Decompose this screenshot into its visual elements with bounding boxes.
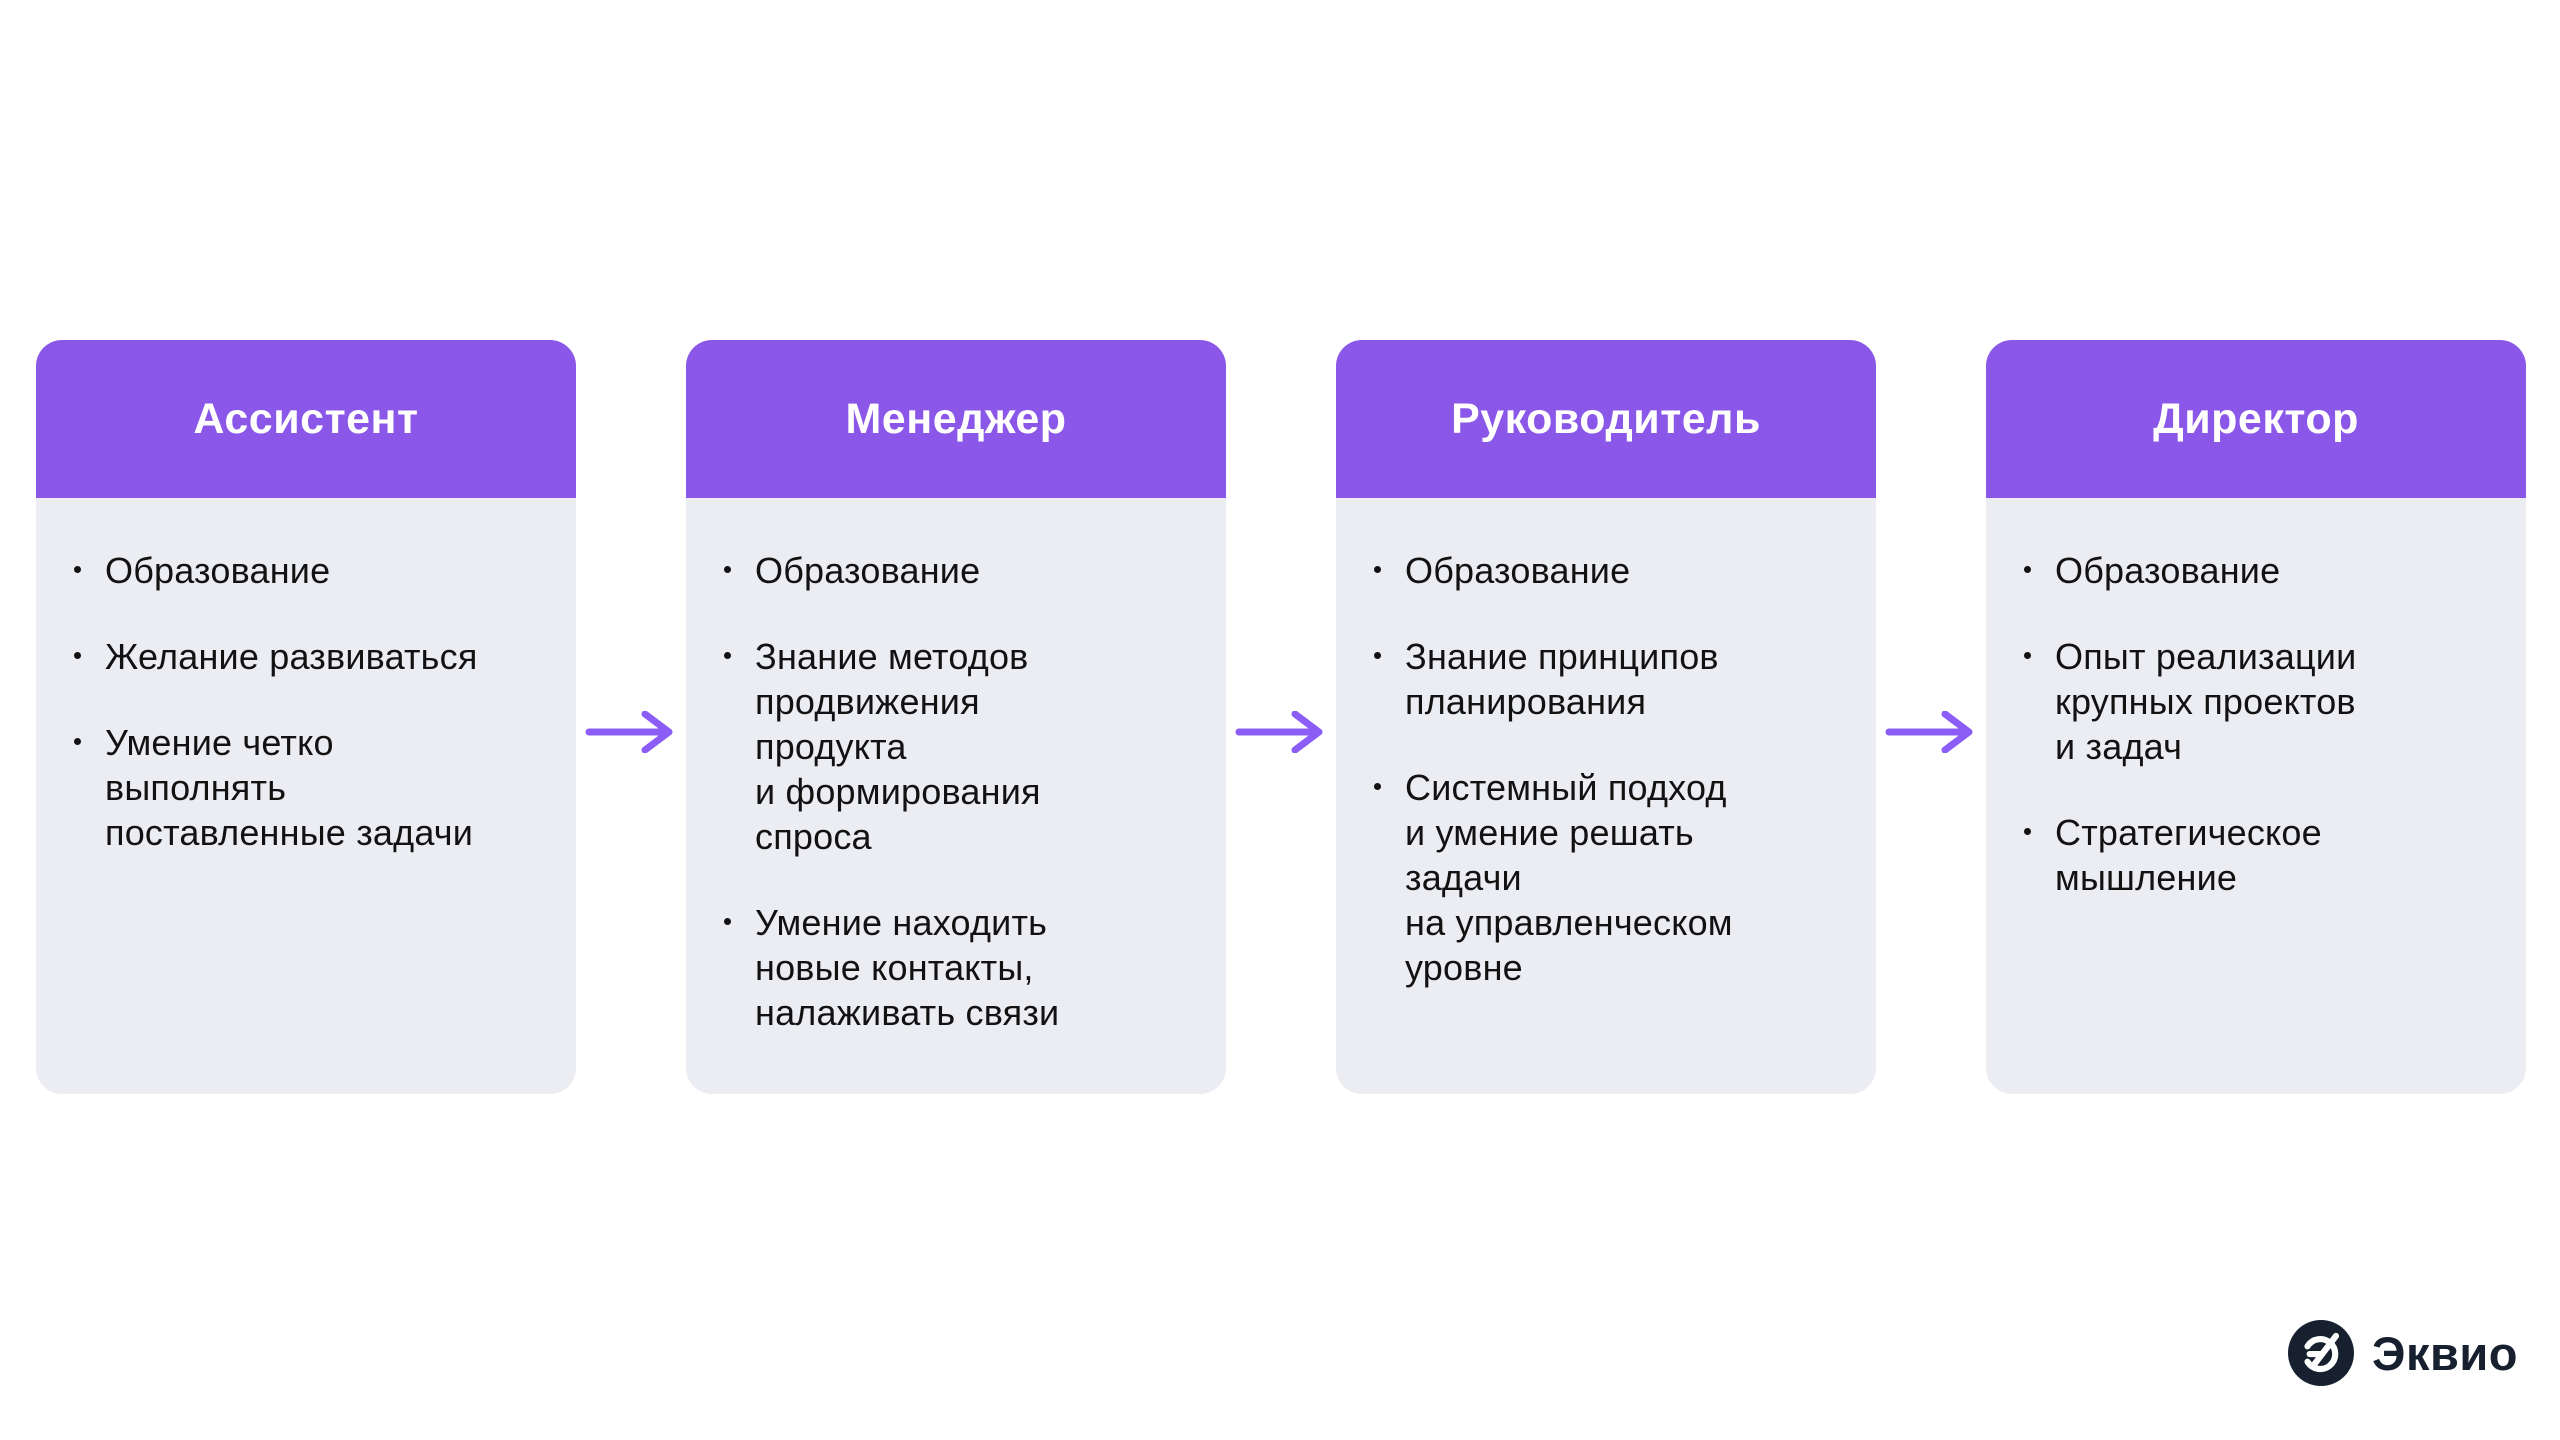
requirement-item: Опыт реализации крупных проектов и задач bbox=[2024, 634, 2498, 769]
requirement-item: Образование bbox=[74, 548, 548, 593]
requirement-text: Умение четко выполнять поставленные зада… bbox=[105, 722, 474, 853]
requirement-item: Образование bbox=[724, 548, 1198, 593]
requirement-text: Желание развиваться bbox=[105, 636, 478, 677]
requirement-item: Желание развиваться bbox=[74, 634, 548, 679]
bullet-dot-icon bbox=[74, 652, 81, 659]
role-requirements-list: Образование Знание принципов планировани… bbox=[1336, 498, 1876, 1031]
bullet-dot-icon bbox=[724, 918, 731, 925]
requirement-item: Образование bbox=[2024, 548, 2498, 593]
bullet-dot-icon bbox=[2024, 828, 2031, 835]
requirement-item: Знание методов продвижения продукта и фо… bbox=[724, 634, 1198, 859]
role-card-title: Менеджер bbox=[845, 394, 1067, 443]
role-card-title: Ассистент bbox=[193, 394, 419, 443]
brand-logo: Эквио bbox=[2288, 1320, 2518, 1386]
role-card-header: Руководитель bbox=[1336, 340, 1876, 498]
requirement-item: Стратегическое мышление bbox=[2024, 810, 2498, 900]
role-requirements-list: Образование Опыт реализации крупных прое… bbox=[1986, 498, 2526, 941]
brand-name: Эквио bbox=[2372, 1326, 2518, 1380]
requirement-text: Знание методов продвижения продукта и фо… bbox=[755, 636, 1041, 857]
role-card: Менеджер Образование Знание методов прод… bbox=[686, 340, 1226, 1094]
arrow-gap bbox=[1226, 340, 1336, 753]
bullet-dot-icon bbox=[2024, 652, 2031, 659]
right-arrow-icon bbox=[1235, 711, 1323, 753]
bullet-dot-icon bbox=[724, 652, 731, 659]
role-requirements-list: Образование Знание методов продвижения п… bbox=[686, 498, 1226, 1076]
requirement-text: Образование bbox=[1405, 550, 1631, 591]
role-card-title: Руководитель bbox=[1451, 394, 1761, 443]
cards-row: Ассистент Образование Желание развиватьс… bbox=[36, 340, 2526, 1094]
bullet-dot-icon bbox=[1374, 652, 1381, 659]
requirement-item: Умение находить новые контакты, налажива… bbox=[724, 900, 1198, 1035]
right-arrow-icon bbox=[585, 711, 673, 753]
requirement-item: Знание принципов планирования bbox=[1374, 634, 1848, 724]
role-card-header: Директор bbox=[1986, 340, 2526, 498]
bullet-dot-icon bbox=[2024, 566, 2031, 573]
role-card-title: Директор bbox=[2153, 394, 2359, 443]
role-card: Ассистент Образование Желание развиватьс… bbox=[36, 340, 576, 1094]
requirement-item: Умение четко выполнять поставленные зада… bbox=[74, 720, 548, 855]
bullet-dot-icon bbox=[1374, 783, 1381, 790]
bullet-dot-icon bbox=[1374, 566, 1381, 573]
bullet-dot-icon bbox=[74, 566, 81, 573]
role-card-header: Ассистент bbox=[36, 340, 576, 498]
requirement-item: Образование bbox=[1374, 548, 1848, 593]
requirement-item: Системный подход и умение решать задачи … bbox=[1374, 765, 1848, 990]
bullet-dot-icon bbox=[74, 738, 81, 745]
arrow-gap bbox=[1876, 340, 1986, 753]
bullet-dot-icon bbox=[724, 566, 731, 573]
role-card: Руководитель Образование Знание принципо… bbox=[1336, 340, 1876, 1094]
requirement-text: Образование bbox=[755, 550, 981, 591]
role-card-header: Менеджер bbox=[686, 340, 1226, 498]
role-card: Директор Образование Опыт реализации кру… bbox=[1986, 340, 2526, 1094]
requirement-text: Образование bbox=[2055, 550, 2281, 591]
role-requirements-list: Образование Желание развиваться Умение ч… bbox=[36, 498, 576, 896]
requirement-text: Знание принципов планирования bbox=[1405, 636, 1719, 722]
requirement-text: Образование bbox=[105, 550, 331, 591]
ekvio-logo-icon bbox=[2288, 1320, 2355, 1386]
right-arrow-icon bbox=[1885, 711, 1973, 753]
arrow-gap bbox=[576, 340, 686, 753]
requirement-text: Опыт реализации крупных проектов и задач bbox=[2055, 636, 2357, 767]
requirement-text: Системный подход и умение решать задачи … bbox=[1405, 767, 1733, 988]
requirement-text: Умение находить новые контакты, налажива… bbox=[755, 902, 1060, 1033]
requirement-text: Стратегическое мышление bbox=[2055, 812, 2322, 898]
